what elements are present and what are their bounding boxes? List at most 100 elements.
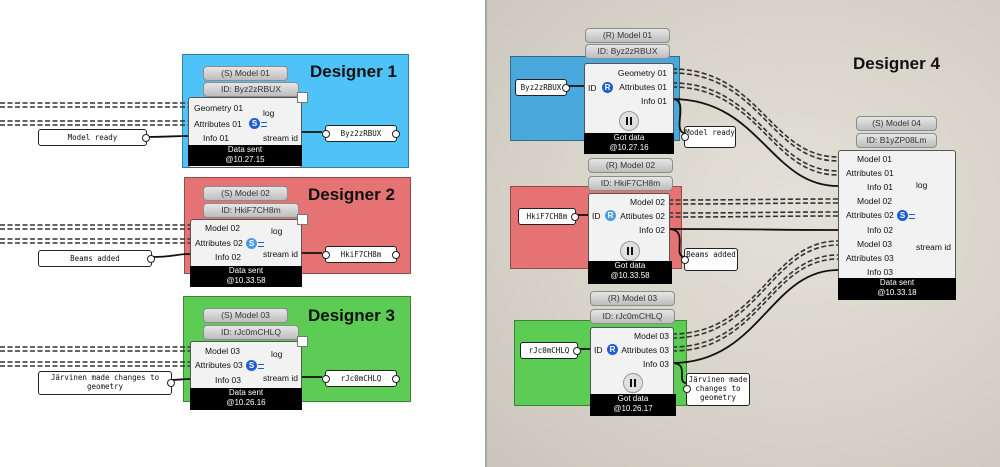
receiver-component[interactable]: ID R Model 02 Attibutes 02 Info 02 xyxy=(588,193,670,263)
id-pill: ID: rJc0mCHLQ xyxy=(203,325,299,340)
id-pill: ID: Byz2zRBUX xyxy=(585,44,670,59)
panel-text: HkiF7CH8m xyxy=(526,212,568,221)
panel-port[interactable] xyxy=(322,251,330,259)
input-label: Model 01 xyxy=(857,154,892,164)
output-label: stream id xyxy=(263,249,298,259)
panel-port[interactable] xyxy=(683,385,691,393)
input-label: Model 02 xyxy=(857,196,892,206)
output-label: Attributes 01 xyxy=(619,82,667,92)
info-panel[interactable]: Model ready xyxy=(681,126,736,148)
preview-flag[interactable] xyxy=(297,92,308,103)
panel-port[interactable] xyxy=(322,130,330,138)
output-label: stream id xyxy=(916,242,951,252)
status-footer: Data sent @10.26.16 xyxy=(190,388,302,410)
output-label: log xyxy=(271,349,283,359)
input-label: Info 02 xyxy=(867,225,893,235)
id-panel[interactable]: Byz2zRBUX xyxy=(515,79,570,96)
info-panel[interactable]: Järvinen made changes to geometry xyxy=(38,371,175,395)
status-time: @10.26.16 xyxy=(226,398,266,407)
preview-flag[interactable] xyxy=(297,214,308,225)
info-panel[interactable]: Järvinen made changes to geometry xyxy=(683,373,750,406)
output-label: Info 03 xyxy=(643,359,669,369)
model-pill: (R) Model 03 xyxy=(590,291,675,306)
receiver-icon: R xyxy=(605,210,616,221)
output-label: Info 01 xyxy=(641,96,667,106)
panel-port[interactable] xyxy=(142,134,150,142)
sender-component[interactable]: Model 02 Attributes 02 Info 02 log strea… xyxy=(190,214,308,268)
output-label: Attibutes 02 xyxy=(620,211,665,221)
output-label: stream id xyxy=(263,373,298,383)
output-label: Attributes 03 xyxy=(621,345,669,355)
signal-bars-icon xyxy=(909,214,915,219)
preview-flag[interactable] xyxy=(297,336,308,347)
sender-component[interactable]: Model 01 Attributes 01 Info 01 Model 02 … xyxy=(838,150,956,280)
id-pill: ID: rJc0mCHLQ xyxy=(590,309,675,324)
panel-port[interactable] xyxy=(392,375,400,383)
input-label: Info 03 xyxy=(215,375,241,385)
pause-button[interactable] xyxy=(623,373,643,393)
sender-component[interactable]: Model 03 Attributes 03 Info 03 log strea… xyxy=(190,336,308,390)
id-panel[interactable]: rJc0mCHLQ xyxy=(520,342,581,359)
status-time: @10.26.17 xyxy=(613,404,653,413)
panel-text: Model ready xyxy=(67,133,118,142)
input-label: Info 03 xyxy=(867,267,893,277)
sender-icon: S xyxy=(897,210,908,221)
model-pill: (S) Model 03 xyxy=(203,308,288,323)
id-pill: ID: HkiF7CH8m xyxy=(203,203,299,218)
output-label: Geometry 01 xyxy=(617,68,667,78)
panel-port[interactable] xyxy=(392,251,400,259)
info-panel[interactable]: Beams added xyxy=(681,248,738,271)
panel-port[interactable] xyxy=(571,213,579,221)
status-text: Data sent xyxy=(228,388,264,397)
panel-text: Järvinen made changes to geometry xyxy=(50,373,160,391)
panel-port[interactable] xyxy=(573,347,581,355)
input-label: Model 03 xyxy=(857,239,892,249)
receiver-component[interactable]: ID R Geometry 01 Attributes 01 Info 01 xyxy=(584,63,674,135)
signal-bars-icon xyxy=(258,364,264,369)
panel-port[interactable] xyxy=(167,379,175,387)
id-panel[interactable]: Byz2zRBUX xyxy=(322,125,400,142)
receiver-icon: R xyxy=(607,344,618,355)
pause-button[interactable] xyxy=(619,111,639,131)
input-label: Attributes 01 xyxy=(846,168,894,178)
input-label: Model 02 xyxy=(205,223,240,233)
status-text: Data sent xyxy=(227,145,263,154)
status-text: Got data xyxy=(614,261,646,270)
id-panel[interactable]: HkiF7CH8m xyxy=(322,246,400,263)
input-label: Geometry 01 xyxy=(194,103,244,113)
pause-button[interactable] xyxy=(620,241,640,261)
panel-text: Byz2zRBUX xyxy=(340,129,382,138)
status-time: @10.33.18 xyxy=(877,288,917,297)
model-pill: (S) Model 02 xyxy=(203,186,288,201)
panel-port[interactable] xyxy=(322,375,330,383)
panel-port[interactable] xyxy=(681,133,689,141)
input-label: Attributes 01 xyxy=(194,119,242,129)
status-footer: Data sent @10.33.18 xyxy=(838,278,956,300)
model-pill: (S) Model 01 xyxy=(203,66,288,81)
id-panel[interactable]: HkiF7CH8m xyxy=(518,208,579,225)
designer-1-title: Designer 1 xyxy=(310,62,397,81)
panel-text: Beams added xyxy=(70,254,120,263)
model-pill: (R) Model 02 xyxy=(588,158,673,173)
panel-port[interactable] xyxy=(392,130,400,138)
receiver-icon: R xyxy=(602,82,613,93)
panel-text: rJc0mCHLQ xyxy=(528,346,570,355)
input-label: Info 01 xyxy=(867,182,893,192)
id-panel[interactable]: rJc0mCHLQ xyxy=(322,370,400,387)
canvas-divider xyxy=(485,0,487,467)
signal-bars-icon xyxy=(261,122,267,127)
status-time: @10.27.15 xyxy=(225,155,265,164)
output-label: Info 02 xyxy=(639,225,665,235)
panel-port[interactable] xyxy=(147,255,155,263)
info-panel[interactable]: Model ready xyxy=(38,129,150,146)
panel-port[interactable] xyxy=(681,256,689,264)
status-footer: Got data @10.26.17 xyxy=(590,394,676,416)
info-panel[interactable]: Beams added xyxy=(38,250,155,267)
id-pill: ID: HkiF7CH8m xyxy=(588,176,673,191)
panel-port[interactable] xyxy=(562,84,570,92)
id-pill: ID: Byz2zRBUX xyxy=(203,82,299,97)
receiver-component[interactable]: ID R Model 03 Attributes 03 Info 03 xyxy=(590,327,674,396)
sender-icon: S xyxy=(246,238,257,249)
status-text: Data sent xyxy=(879,278,915,287)
